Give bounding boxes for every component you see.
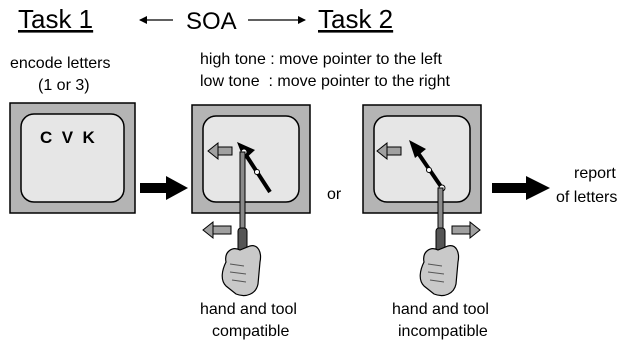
target-arrow-left-compatible <box>207 141 233 161</box>
compatible-caption-line1: hand and tool <box>200 301 297 318</box>
task2-title: Task 2 <box>318 4 393 34</box>
letters-display: C V K <box>40 128 96 147</box>
flow-arrow-2 <box>492 176 550 200</box>
target-arrow-left-incompatible <box>376 141 402 161</box>
soa-label: SOA <box>186 8 237 35</box>
hand-arrow-left <box>202 220 232 240</box>
task1-instruction-line2: (1 or 3) <box>38 77 90 94</box>
rule-low-tone: low tone : move pointer to the right <box>200 73 450 90</box>
incompatible-caption-line2: incompatible <box>398 323 488 340</box>
report-line1: report <box>574 165 616 182</box>
incompatible-caption-line1: hand and tool <box>392 301 489 318</box>
hand-icon <box>419 245 460 297</box>
flow-arrow-1 <box>140 176 188 200</box>
hand-icon <box>221 245 262 297</box>
compatible-caption-line2: compatible <box>212 323 289 340</box>
or-label: or <box>327 186 342 203</box>
hand-arrow-right <box>451 220 481 240</box>
monitor-compatible <box>191 104 311 214</box>
rule-high-tone: high tone : move pointer to the left <box>200 51 442 68</box>
monitor-task1: C V K <box>9 102 136 214</box>
task1-title: Task 1 <box>18 4 93 34</box>
task1-instruction-line1: encode letters <box>10 55 111 72</box>
report-line2: of letters <box>556 189 617 206</box>
